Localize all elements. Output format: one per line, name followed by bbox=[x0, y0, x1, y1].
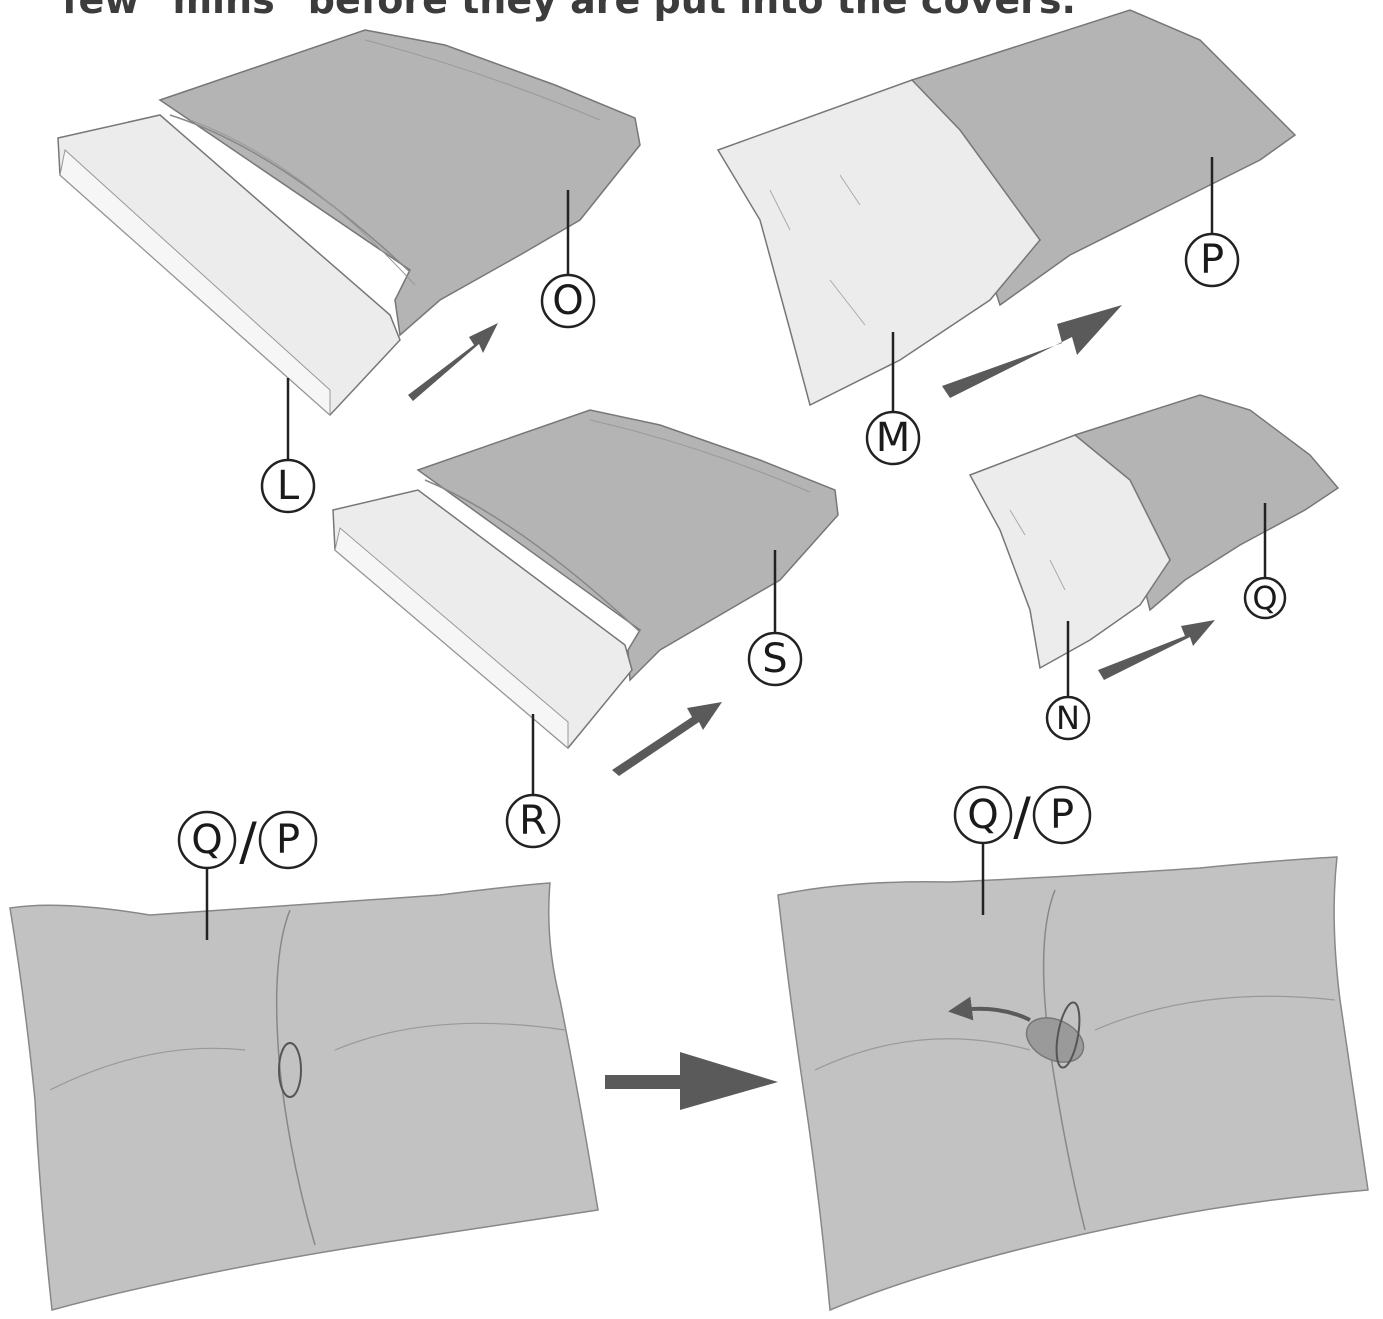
covered-pillow-left bbox=[10, 883, 598, 1310]
callout-s: S bbox=[749, 633, 801, 685]
label-l: L bbox=[277, 463, 300, 509]
slash-right: / bbox=[1013, 787, 1031, 847]
arrow-2 bbox=[612, 702, 722, 776]
covered-pillow-zipper-closed bbox=[10, 883, 598, 1310]
arrow-1 bbox=[408, 323, 498, 401]
callout-q: Q bbox=[1245, 578, 1285, 618]
label-p-left: P bbox=[276, 817, 300, 863]
slash-left: / bbox=[239, 812, 257, 872]
label-q: Q bbox=[1252, 579, 1277, 617]
label-n: N bbox=[1056, 699, 1080, 737]
label-p-right: P bbox=[1050, 792, 1074, 838]
callout-r: R bbox=[507, 795, 559, 847]
label-s: S bbox=[762, 636, 787, 682]
callout-n: N bbox=[1047, 697, 1089, 739]
label-o: O bbox=[552, 278, 583, 324]
label-r: R bbox=[519, 798, 547, 844]
foam-block-l-with-cover-o bbox=[58, 30, 640, 415]
covered-pillow-zipper-turning bbox=[778, 857, 1368, 1310]
callout-l: L bbox=[262, 460, 314, 512]
label-p: P bbox=[1200, 237, 1224, 283]
callout-q-slash-p-left: Q / P bbox=[179, 812, 316, 872]
arrow-4 bbox=[1098, 620, 1215, 680]
callout-q-slash-p-right: Q / P bbox=[955, 787, 1090, 847]
label-q-left: Q bbox=[191, 817, 222, 863]
arrow-5 bbox=[605, 1052, 778, 1110]
callout-p: P bbox=[1186, 234, 1238, 286]
covered-pillow-right bbox=[778, 857, 1368, 1310]
arrow-3 bbox=[942, 305, 1122, 398]
pillow-n-with-cover-q bbox=[970, 395, 1338, 668]
pillow-m-with-cover-p bbox=[718, 10, 1295, 405]
label-m: M bbox=[876, 415, 911, 461]
foam-block-r-with-cover-s bbox=[333, 410, 838, 748]
label-q-right: Q bbox=[967, 792, 998, 838]
callout-o: O bbox=[542, 275, 594, 327]
callout-m: M bbox=[867, 412, 919, 464]
